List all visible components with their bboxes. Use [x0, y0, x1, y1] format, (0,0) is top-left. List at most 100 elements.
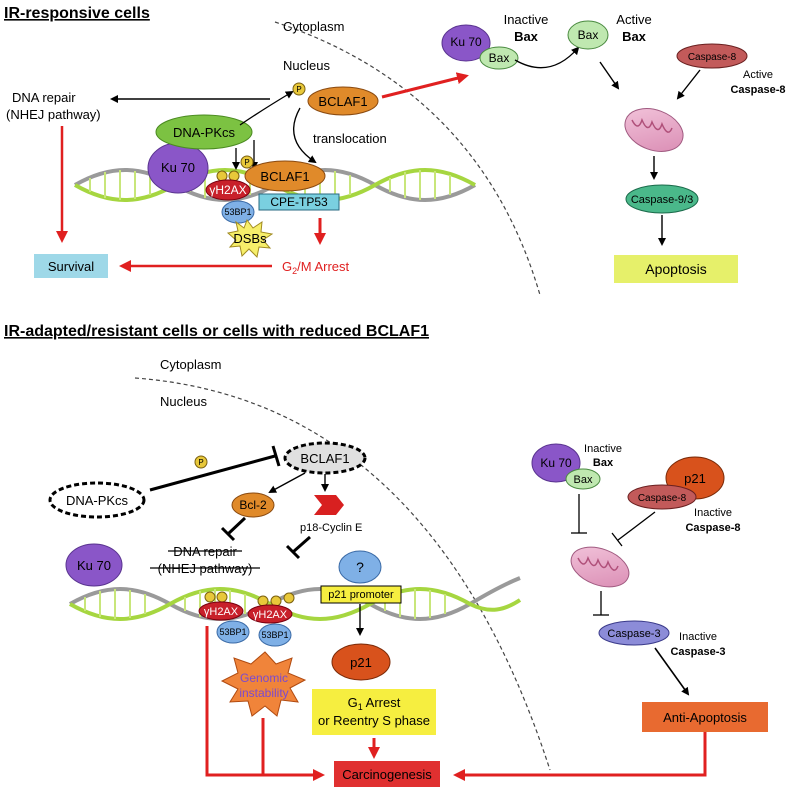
bottom-bclaf-bcl2-arrow	[268, 472, 306, 493]
top-nucleus-label: Nucleus	[283, 58, 330, 73]
top-h2ax-label: γH2AX	[209, 183, 246, 197]
top-dsbs-star	[226, 218, 274, 259]
bottom-bax-label: Bax	[574, 474, 593, 486]
bottom-h2ax-2-label: γH2AX	[253, 609, 288, 621]
bottom-anti-apoptosis-box	[642, 702, 768, 732]
top-p-h2ax-2	[228, 170, 240, 182]
bottom-p-2	[216, 591, 228, 603]
top-dna-repair-label: DNA repair	[12, 90, 76, 105]
top-translocation-arrow	[293, 107, 317, 164]
bottom-dna-helix	[69, 576, 522, 621]
bottom-bcl2-node	[231, 492, 275, 518]
bottom-p-5	[283, 592, 295, 604]
top-active-c8-text-2: Caspase-8	[730, 84, 785, 96]
top-inactive-bax-text: Bax	[514, 29, 539, 44]
bottom-53bp1-1-label: 53BP1	[219, 627, 246, 637]
bottom-bax-node	[565, 468, 601, 490]
bottom-c8-mito-inhibition	[617, 511, 656, 541]
bottom-caspase8-label: Caspase-8	[638, 493, 687, 504]
bottom-carcinogenesis-box	[334, 761, 440, 787]
bottom-p21-node	[331, 643, 391, 681]
top-cytoplasm-label: Cytoplasm	[283, 19, 344, 34]
top-apoptosis-label: Apoptosis	[645, 261, 706, 277]
bottom-h2ax-1-node	[198, 601, 244, 621]
bottom-anti-apoptosis-label: Anti-Apoptosis	[663, 710, 747, 725]
bottom-bcl2-label: Bcl-2	[239, 498, 267, 512]
top-survival-label: Survival	[48, 259, 94, 274]
bottom-inactive-c8-text-2: Caspase-8	[685, 522, 740, 534]
top-caspase93-node	[625, 184, 699, 214]
bottom-mitochondrion	[570, 546, 630, 588]
top-p-h2ax-1	[216, 170, 228, 182]
top-53bp1-label: 53BP1	[224, 207, 251, 217]
bottom-ku70-node	[65, 543, 123, 587]
bottom-g1-label-1: G1 Arrest	[348, 695, 401, 712]
bottom-p18-inhibition	[292, 535, 311, 554]
top-survival-box	[34, 254, 108, 278]
top-dnapkcs-node	[155, 114, 253, 150]
bottom-ku70-bax-label: Ku 70	[540, 456, 572, 470]
bottom-h2ax-1-label: γH2AX	[204, 606, 239, 618]
bottom-inactive-c8-text-1: Inactive	[694, 507, 732, 519]
bottom-h2ax-carcino-path	[205, 626, 325, 781]
bottom-ku70-bax-node	[531, 443, 581, 483]
bottom-g1-label-2: or Reentry S phase	[318, 713, 430, 728]
top-bclaf1-chrom-node	[244, 160, 326, 192]
bottom-p-free	[194, 455, 208, 469]
top-mitochondrion	[624, 108, 684, 152]
svg-text:P: P	[198, 458, 203, 467]
bottom-c3-antiapoptosis-arrow	[654, 647, 690, 696]
top-active-bax-text: Bax	[622, 29, 647, 44]
bottom-h2ax-2-node	[247, 604, 293, 624]
bottom-caspase8-node	[627, 484, 697, 510]
top-cpe-tp53-label: CPE-TP53	[270, 195, 328, 209]
bottom-dnapkcs-node	[48, 481, 146, 519]
top-translocation-label: translocation	[313, 131, 387, 146]
bottom-caspase3-label: Caspase-3	[607, 628, 660, 640]
top-bax-release-arrow	[514, 46, 580, 69]
top-h2ax-node	[205, 179, 251, 201]
bottom-genomic-label-2: instability	[239, 686, 288, 700]
top-inactive-text: Inactive	[504, 12, 549, 27]
bottom-bclaf1-node	[283, 441, 367, 475]
top-ku70-bax-label: Ku 70	[450, 35, 482, 49]
bottom-p21-promoter-label: p21 promoter	[328, 589, 394, 601]
top-c8-mito-arrow	[676, 69, 701, 100]
bottom-ku70-label: Ku 70	[77, 558, 111, 573]
top-phospho-arrow	[239, 90, 294, 126]
top-ku70-label: Ku 70	[161, 160, 195, 175]
bottom-unknown-factor-node	[338, 550, 382, 584]
bottom-genomic-label-1: Genomic	[240, 671, 288, 685]
top-bax-activation-arrow	[381, 72, 469, 99]
top-bclaf1-chrom-label: BCLAF1	[260, 169, 309, 184]
bottom-p-4	[270, 595, 282, 607]
top-active-c8-text-1: Active	[743, 69, 773, 81]
top-dsbs-label: DSBs	[233, 231, 267, 246]
bottom-header: IR-adapted/resistant cells or cells with…	[4, 323, 429, 340]
top-header: IR-responsive cells	[4, 5, 150, 22]
bottom-dnapkcs-label: DNA-PKcs	[66, 493, 129, 508]
top-p-nuc	[292, 82, 306, 96]
top-bclaf1-nuc-node	[307, 86, 379, 116]
bottom-inactive-bax-text-2: Bax	[593, 457, 614, 469]
top-caspase93-label: Caspase-9/3	[631, 194, 693, 206]
bottom-nuclear-membrane	[134, 377, 551, 771]
top-nuclear-membrane	[274, 21, 541, 296]
top-dnapkcs-label: DNA-PKcs	[173, 125, 236, 140]
top-caspase8-node	[676, 43, 748, 69]
svg-text:P: P	[244, 158, 249, 167]
bottom-p-3	[257, 595, 269, 607]
top-ku70-bax-node	[441, 24, 491, 62]
top-nhej-label: (NHEJ pathway)	[6, 107, 101, 122]
bottom-carcinogenesis-label: Carcinogenesis	[342, 767, 432, 782]
bottom-g1-arrest-box	[312, 689, 436, 735]
top-p-chrom	[240, 155, 254, 169]
top-apoptosis-box	[614, 255, 738, 283]
bottom-53bp1-2-node	[258, 623, 292, 647]
bottom-p18-label: p18-Cyclin E	[300, 522, 362, 534]
bottom-53bp1-1-node	[216, 620, 250, 644]
top-caspase8-label: Caspase-8	[688, 52, 737, 63]
top-bax-active-node	[567, 20, 609, 50]
svg-text:P: P	[296, 85, 301, 94]
